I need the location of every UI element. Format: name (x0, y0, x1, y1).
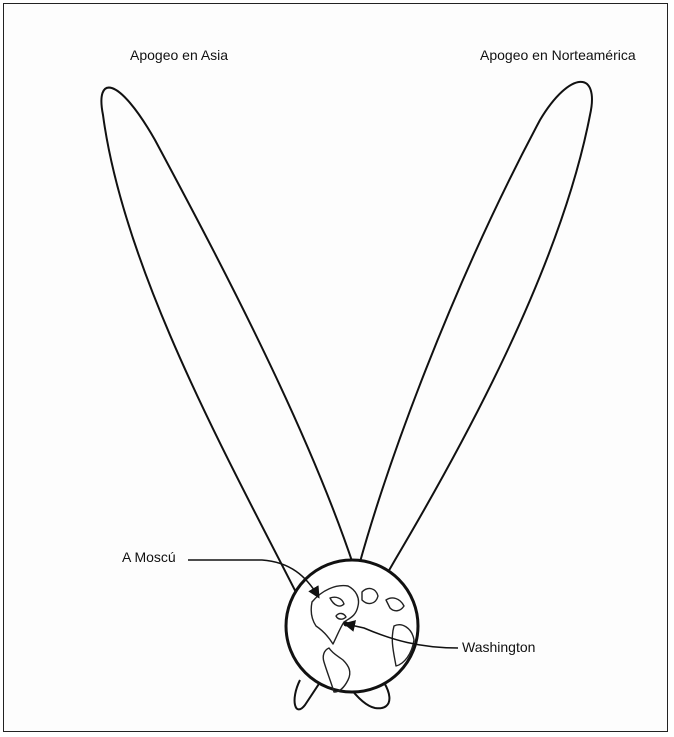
washington-location-dot (344, 622, 349, 627)
apogee-north-america-label: Apogeo en Norteamérica (480, 47, 636, 63)
to-moscow-label: A Moscú (122, 549, 176, 565)
apogee-asia-label: Apogeo en Asia (130, 47, 228, 63)
washington-label: Washington (462, 639, 535, 655)
